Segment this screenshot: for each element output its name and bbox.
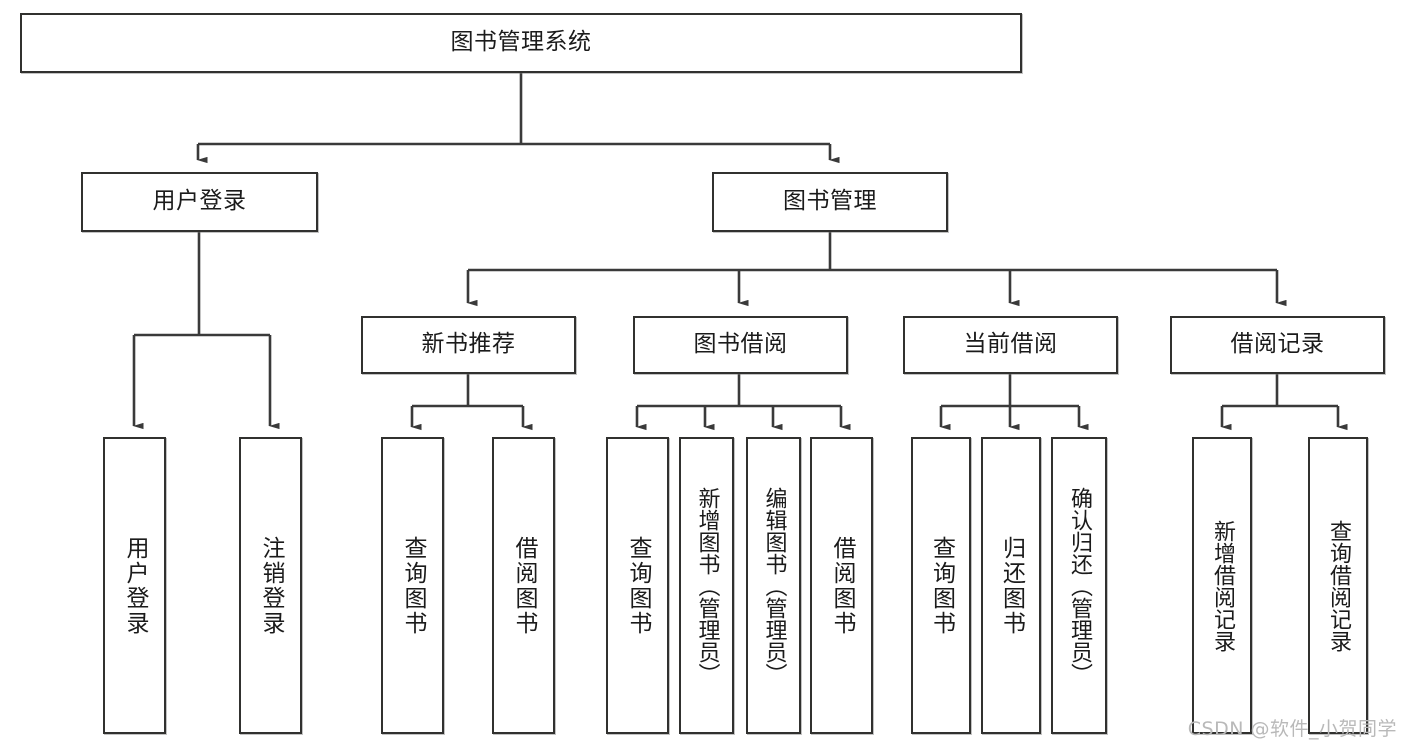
- node-leaf-borrow-book-2-label: 借阅图书: [829, 535, 855, 636]
- node-leaf-user-login[interactable]: 用户登录: [103, 437, 166, 734]
- node-book-manage[interactable]: 图书管理: [712, 172, 948, 232]
- node-leaf-query-book-2-label: 查询图书: [625, 535, 651, 636]
- node-leaf-add-book-label: 新增图书（管理员）: [694, 486, 720, 685]
- node-leaf-query-record-label: 查询借阅记录: [1326, 519, 1351, 652]
- node-new-book-recommend[interactable]: 新书推荐: [361, 316, 576, 374]
- node-leaf-confirm-return[interactable]: 确认归还（管理员）: [1051, 437, 1107, 734]
- node-book-borrow-label: 图书借阅: [693, 331, 788, 358]
- node-root-label: 图书管理系统: [450, 29, 592, 56]
- node-leaf-return-book-label: 归还图书: [998, 535, 1025, 636]
- node-leaf-add-record[interactable]: 新增借阅记录: [1192, 437, 1252, 734]
- node-leaf-edit-book[interactable]: 编辑图书（管理员）: [746, 437, 801, 734]
- node-leaf-confirm-return-label: 确认归还（管理员）: [1067, 486, 1092, 685]
- node-leaf-query-book-3-label: 查询图书: [928, 535, 955, 636]
- node-leaf-query-book-3[interactable]: 查询图书: [911, 437, 971, 734]
- node-leaf-edit-book-label: 编辑图书（管理员）: [761, 486, 787, 685]
- node-leaf-user-login-label: 用户登录: [122, 535, 148, 636]
- watermark-text: CSDN @软件_小贺同学: [1187, 718, 1397, 740]
- node-root[interactable]: 图书管理系统: [20, 13, 1022, 73]
- node-leaf-borrow-book-1[interactable]: 借阅图书: [492, 437, 555, 734]
- node-current-borrow[interactable]: 当前借阅: [903, 316, 1118, 374]
- node-borrow-record[interactable]: 借阅记录: [1170, 316, 1385, 374]
- node-leaf-return-book[interactable]: 归还图书: [981, 437, 1041, 734]
- node-current-borrow-label: 当前借阅: [963, 331, 1058, 358]
- node-book-manage-label: 图书管理: [783, 188, 877, 215]
- node-leaf-add-book[interactable]: 新增图书（管理员）: [679, 437, 734, 734]
- node-leaf-borrow-book-2[interactable]: 借阅图书: [810, 437, 873, 734]
- node-leaf-logout[interactable]: 注销登录: [239, 437, 302, 734]
- node-leaf-borrow-book-1-label: 借阅图书: [511, 535, 537, 636]
- node-leaf-logout-label: 注销登录: [258, 535, 284, 636]
- node-leaf-query-record[interactable]: 查询借阅记录: [1308, 437, 1368, 734]
- node-book-borrow[interactable]: 图书借阅: [633, 316, 848, 374]
- node-new-book-recommend-label: 新书推荐: [421, 331, 516, 358]
- node-user-login-label: 用户登录: [152, 188, 247, 215]
- node-leaf-query-book-1-label: 查询图书: [400, 535, 426, 636]
- node-borrow-record-label: 借阅记录: [1230, 331, 1325, 358]
- node-leaf-add-record-label: 新增借阅记录: [1210, 519, 1235, 652]
- node-user-login[interactable]: 用户登录: [81, 172, 318, 232]
- node-leaf-query-book-1[interactable]: 查询图书: [381, 437, 444, 734]
- node-leaf-query-book-2[interactable]: 查询图书: [606, 437, 669, 734]
